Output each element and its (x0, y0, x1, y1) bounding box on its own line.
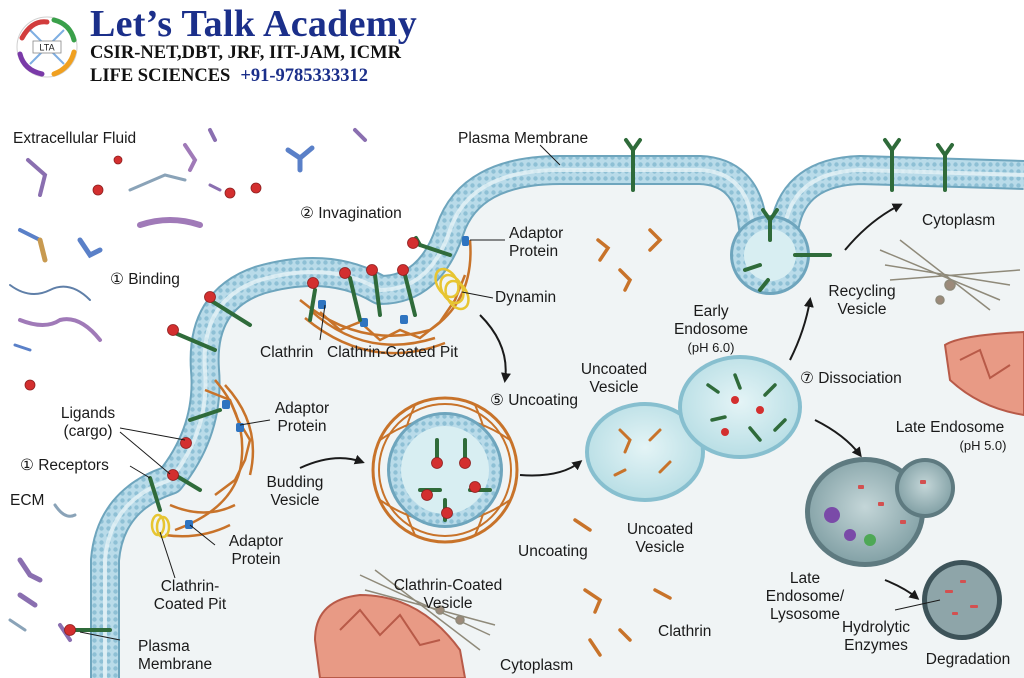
label-clathrin-coated-pit-mid: Clathrin-Coated Pit (327, 344, 459, 361)
brand-subtitle: CSIR-NET,DBT, JRF, IIT-JAM, ICMR (90, 43, 401, 63)
label-extracellular-fluid: Extracellular Fluid (13, 130, 136, 147)
process-arrows (299, 203, 920, 600)
academy-logo: LTA (16, 16, 78, 78)
mitochondrion-bottom (313, 593, 467, 678)
label-dynamin: Dynamin (495, 289, 556, 306)
label-adaptor-protein-low-2: Protein (231, 551, 280, 568)
label-uncoating-low: Uncoating (518, 543, 588, 560)
label-clathrin-low: Clathrin (658, 623, 711, 640)
free-clathrin-triskelia (573, 228, 672, 657)
uncoated-vesicle-pair (585, 402, 705, 502)
label-ligands-2: (cargo) (63, 423, 112, 440)
label-cytoplasm-top: Cytoplasm (922, 212, 995, 229)
label-clathrin-coated-vesicle-1: Clathrin-Coated (394, 577, 503, 594)
label-uncoated-vesicle-low-1: Uncoated (627, 521, 693, 538)
label-hydrolytic-enzymes-2: Enzymes (844, 637, 908, 654)
membrane-receptors (68, 138, 954, 632)
arrow-vesicle-to-uncoated (519, 460, 583, 477)
brand-tagline: LIFE SCIENCES (90, 66, 231, 86)
label-adaptor-protein-mid-1: Adaptor (275, 400, 329, 417)
label-budding-vesicle-2: Vesicle (270, 492, 319, 509)
arrow-endosome-to-late (814, 419, 862, 458)
dynamin-rings (150, 267, 470, 539)
label-clathrin-left: Clathrin (260, 344, 313, 361)
lysosome-graphic (922, 560, 1002, 640)
label-early-endosome-1: Early (693, 303, 729, 320)
free-ligands (24, 155, 262, 391)
cytoskeleton-fibers-right (879, 239, 1021, 311)
label-invagination: ② Invagination (300, 205, 402, 222)
label-plasma-membrane-bottom-2: Membrane (138, 656, 212, 673)
adaptor-proteins (185, 236, 469, 529)
late-endosome-graphic (805, 457, 955, 567)
label-early-endosome-2: Endosome (674, 321, 748, 338)
brand-tagline-row: LIFE SCIENCES +91-9785333312 (90, 66, 368, 87)
arrow-late-to-lysosome (884, 579, 920, 600)
brand-title: Let’s Talk Academy (90, 3, 418, 45)
label-plasma-membrane-bottom-1: Plasma (138, 638, 190, 655)
label-clathrin-coated-pit-low-1: Clathrin- (161, 578, 220, 595)
arrow-endosome-to-recycling (789, 297, 814, 361)
label-late-endosome-lysosome-2: Endosome/ (766, 588, 845, 605)
label-binding: ① Binding (110, 271, 180, 288)
label-uncoating-5: ⑤ Uncoating (490, 392, 578, 409)
label-leader-lines (79, 144, 941, 641)
clathrin-coat-top (299, 239, 472, 355)
label-adaptor-protein-low-1: Adaptor (229, 533, 283, 550)
label-uncoated-vesicle-top-2: Vesicle (589, 379, 638, 396)
mitochondrion-right (943, 330, 1024, 417)
label-early-endosome-3: (pH 6.0) (688, 340, 735, 355)
clathrin-coated-vesicle-graphic (371, 396, 519, 544)
cytoskeleton-fibers-bottom (359, 569, 496, 651)
header: LTA Let’s Talk Academy CSIR-NET,DBT, JRF… (0, 0, 460, 100)
label-cytoplasm-bottom: Cytoplasm (500, 657, 573, 674)
label-recycling-vesicle-2: Vesicle (837, 301, 886, 318)
arrow-budding-to-vesicle (299, 454, 365, 469)
label-clathrin-coated-vesicle-2: Vesicle (423, 595, 472, 612)
cytoplasm-background (105, 170, 1024, 678)
clathrin-coat-mid (164, 379, 255, 538)
label-clathrin-coated-pit-low-2: Coated Pit (154, 596, 227, 613)
label-late-endosome-2: (pH 5.0) (960, 438, 1007, 453)
label-ligands-1: Ligands (61, 405, 116, 422)
label-adaptor-protein-top-2: Protein (509, 243, 558, 260)
label-plasma-membrane-top: Plasma Membrane (458, 130, 588, 147)
label-late-endosome-1: Late Endosome (896, 419, 1005, 436)
early-endosome-graphic (678, 355, 802, 459)
arrow-recycling-to-cytoplasm (844, 203, 903, 251)
label-ecm: ECM (10, 492, 44, 509)
logo-mark (16, 16, 78, 78)
label-recycling-vesicle-1: Recycling (828, 283, 895, 300)
label-dissociation: ⑦ Dissociation (800, 370, 902, 387)
label-budding-vesicle-1: Budding (267, 474, 324, 491)
label-hydrolytic-enzymes-1: Hydrolytic (842, 619, 910, 636)
label-late-endosome-lysosome-1: Late (790, 570, 820, 587)
bound-ligands (64, 237, 419, 636)
label-uncoated-vesicle-top-1: Uncoated (581, 361, 647, 378)
label-adaptor-protein-mid-2: Protein (277, 418, 326, 435)
label-degradation: Degradation (926, 651, 1010, 668)
label-adaptor-protein-top-1: Adaptor (509, 225, 563, 242)
brand-phone: +91-9785333312 (240, 66, 369, 86)
extracellular-molecules (8, 128, 367, 642)
label-late-endosome-lysosome-3: Lysosome (770, 606, 840, 623)
label-uncoated-vesicle-low-2: Vesicle (635, 539, 684, 556)
arrow-pit-to-uncoating (479, 314, 511, 383)
recycling-bud (730, 215, 810, 295)
label-receptors: ① Receptors (20, 457, 109, 474)
logo-text: LTA (39, 43, 54, 53)
